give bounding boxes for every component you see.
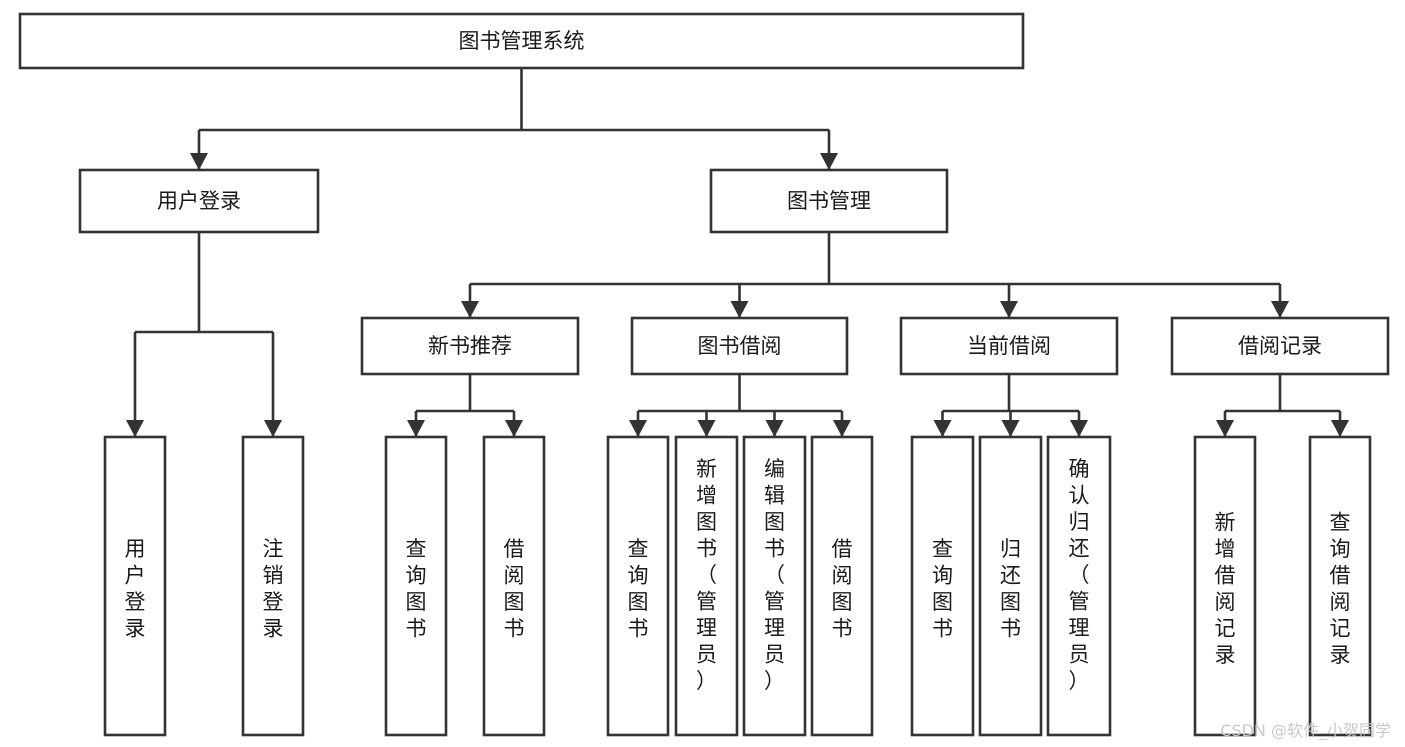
node-label: 查询借阅记录 bbox=[1330, 511, 1351, 668]
node-leaf-return-books[interactable]: 归还图书 bbox=[978, 435, 1043, 737]
node-label: 编辑图书（管理员） bbox=[764, 457, 785, 693]
node-label: 新增图书（管理员） bbox=[696, 457, 717, 693]
connector-arrowhead bbox=[730, 301, 749, 318]
connector-arrowhead bbox=[765, 420, 784, 437]
node-box bbox=[630, 316, 849, 376]
connector-arrowhead bbox=[1216, 420, 1234, 437]
connector-arrowhead bbox=[697, 420, 716, 437]
node-leaf-logout[interactable]: 注销登录 bbox=[241, 435, 305, 737]
connector-arrowhead bbox=[1001, 420, 1020, 437]
node-label: 新书推荐 bbox=[428, 334, 512, 358]
node-label: 图书管理 bbox=[787, 189, 871, 213]
node-leaf-query-books-borrow[interactable]: 查询图书 bbox=[606, 435, 670, 737]
connector-arrowhead bbox=[407, 420, 425, 437]
node-box bbox=[709, 168, 949, 234]
node-box bbox=[1193, 435, 1257, 737]
node-leaf-borrow-books[interactable]: 借阅图书 bbox=[810, 435, 874, 737]
node-label: 借阅图书 bbox=[832, 537, 853, 641]
node-label: 归还图书 bbox=[1000, 537, 1021, 641]
connector-arrowhead bbox=[833, 420, 851, 437]
node-box bbox=[978, 435, 1043, 737]
connector-layer bbox=[126, 68, 1349, 437]
node-label: 借阅图书 bbox=[504, 537, 525, 641]
node-box bbox=[384, 435, 448, 737]
node-label: 查询图书 bbox=[628, 537, 649, 641]
node-box bbox=[18, 12, 1025, 70]
node-box bbox=[674, 435, 739, 737]
node-leaf-query-books-recommend[interactable]: 查询图书 bbox=[384, 435, 448, 737]
node-leaf-borrow-books-recommend[interactable]: 借阅图书 bbox=[482, 435, 546, 737]
node-box bbox=[241, 435, 305, 737]
connector-arrowhead bbox=[190, 153, 208, 170]
node-label: 用户登录 bbox=[157, 189, 241, 213]
connector-arrowhead bbox=[126, 420, 144, 437]
node-box bbox=[910, 435, 975, 737]
node-leaf-query-borrow-record[interactable]: 查询借阅记录 bbox=[1308, 435, 1372, 737]
connector-arrowhead bbox=[1271, 301, 1289, 318]
node-user-login[interactable]: 用户登录 bbox=[78, 168, 320, 234]
node-current-borrow[interactable]: 当前借阅 bbox=[899, 316, 1119, 376]
node-leaf-user-login[interactable]: 用户登录 bbox=[103, 435, 167, 737]
connector-arrowhead bbox=[461, 301, 479, 318]
node-root[interactable]: 图书管理系统 bbox=[18, 12, 1025, 70]
node-label: 借阅记录 bbox=[1238, 334, 1322, 358]
node-label: 当前借阅 bbox=[967, 334, 1051, 358]
node-label: 查询图书 bbox=[932, 537, 953, 641]
node-box bbox=[742, 435, 807, 737]
connector-arrowhead bbox=[1070, 420, 1088, 437]
node-box bbox=[78, 168, 320, 234]
node-book-management[interactable]: 图书管理 bbox=[709, 168, 949, 234]
node-leaf-add-book-admin[interactable]: 新增图书（管理员） bbox=[674, 435, 739, 737]
connector-arrowhead bbox=[264, 420, 282, 437]
node-label: 新增借阅记录 bbox=[1215, 511, 1236, 668]
connector-arrowhead bbox=[1000, 301, 1018, 318]
connector-arrowhead bbox=[629, 420, 647, 437]
node-box bbox=[606, 435, 670, 737]
node-leaf-edit-book-admin[interactable]: 编辑图书（管理员） bbox=[742, 435, 807, 737]
node-borrow-record[interactable]: 借阅记录 bbox=[1170, 316, 1390, 376]
node-label: 图书借阅 bbox=[698, 334, 782, 358]
node-label: 用户登录 bbox=[125, 537, 146, 641]
node-label: 确认归还（管理员） bbox=[1069, 457, 1090, 693]
node-label: 查询图书 bbox=[406, 537, 427, 641]
connector-arrowhead bbox=[505, 420, 523, 437]
node-box bbox=[360, 316, 580, 376]
node-box bbox=[1170, 316, 1390, 376]
node-box bbox=[899, 316, 1119, 376]
node-box bbox=[482, 435, 546, 737]
connector-arrowhead bbox=[933, 420, 952, 437]
node-box bbox=[1046, 435, 1112, 737]
node-label: 注销登录 bbox=[263, 537, 284, 641]
node-box bbox=[103, 435, 167, 737]
node-leaf-add-borrow-record[interactable]: 新增借阅记录 bbox=[1193, 435, 1257, 737]
node-new-book-recommend[interactable]: 新书推荐 bbox=[360, 316, 580, 376]
node-box bbox=[810, 435, 874, 737]
node-label: 图书管理系统 bbox=[459, 29, 585, 53]
node-leaf-confirm-return-admin[interactable]: 确认归还（管理员） bbox=[1046, 435, 1112, 737]
node-layer: 图书管理系统用户登录图书管理新书推荐图书借阅当前借阅借阅记录用户登录注销登录查询… bbox=[18, 12, 1390, 737]
node-box bbox=[1308, 435, 1372, 737]
connector-arrowhead bbox=[1331, 420, 1349, 437]
connector-arrowhead bbox=[820, 153, 838, 170]
node-leaf-query-books-current[interactable]: 查询图书 bbox=[910, 435, 975, 737]
node-book-borrow[interactable]: 图书借阅 bbox=[630, 316, 849, 376]
